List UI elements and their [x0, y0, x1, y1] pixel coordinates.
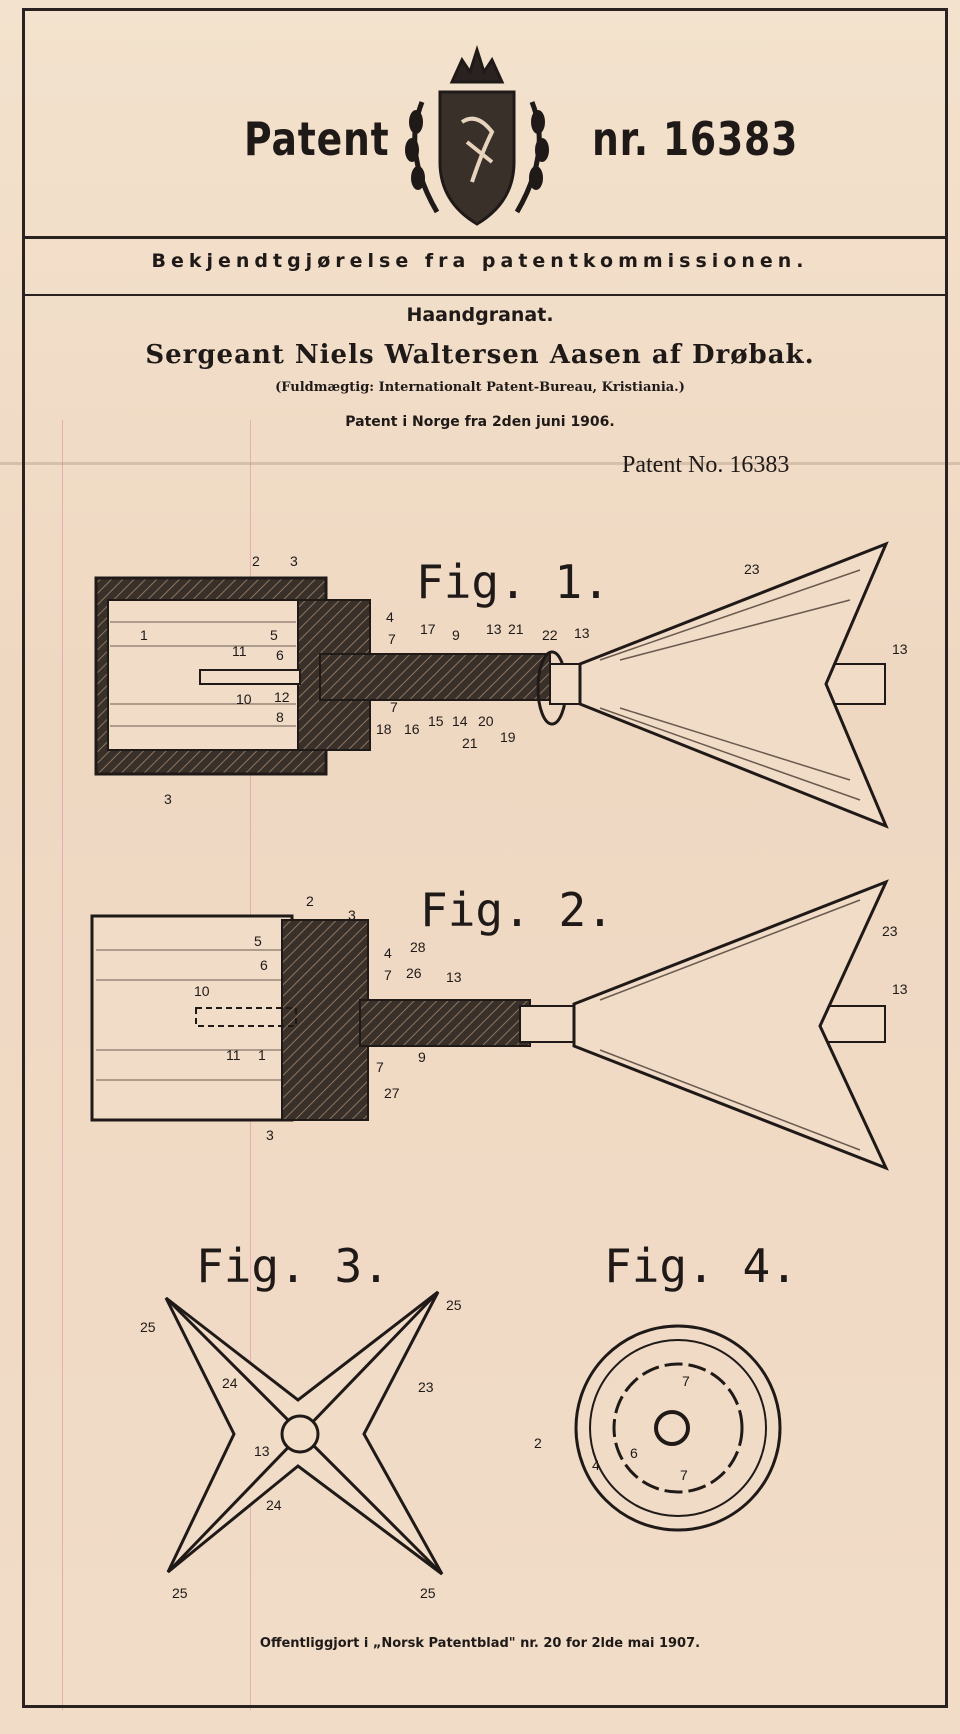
- callout: 9: [452, 627, 460, 643]
- callout: 13: [446, 969, 462, 985]
- callout: 13: [574, 625, 590, 641]
- callout: 10: [236, 691, 252, 707]
- callout: 1: [140, 627, 148, 643]
- callout: 4: [386, 609, 394, 625]
- callout: 6: [276, 647, 284, 663]
- firing-pin-dashed: [195, 1007, 297, 1027]
- publication-footer: Offentliggjort i „Norsk Patentblad" nr. …: [259, 1636, 701, 1651]
- outer-ring: [574, 1324, 782, 1532]
- callout: 25: [140, 1319, 156, 1335]
- callout: 21: [508, 621, 524, 637]
- document-frame: [22, 8, 948, 1708]
- figure-4: Fig. 4.: [574, 1239, 798, 1532]
- fuse-rod: [319, 653, 551, 701]
- document-title: Haandgranat.: [406, 304, 554, 326]
- callout: 7: [376, 1059, 384, 1075]
- callout: 22: [542, 627, 558, 643]
- fuse-head: [281, 919, 369, 1121]
- callout: 5: [270, 627, 278, 643]
- callout: 18: [376, 721, 392, 737]
- callout: 12: [274, 689, 290, 705]
- firing-pin: [199, 669, 301, 685]
- callout: 21: [462, 735, 478, 751]
- agent-line: (Fuldmægtig: Internationalt Patent-Burea…: [275, 380, 685, 395]
- callout: 15: [428, 713, 444, 729]
- callout: 24: [266, 1497, 282, 1513]
- callout: 19: [500, 729, 516, 745]
- callout: 7: [390, 699, 398, 715]
- callout: 24: [222, 1375, 238, 1391]
- callout: 8: [276, 709, 284, 725]
- callout: 3: [348, 907, 356, 923]
- callout: 23: [882, 923, 898, 939]
- callout: 11: [226, 1047, 241, 1063]
- callout: 13: [892, 981, 908, 997]
- announcement: Bekjendtgjørelse fra patentkommissionen.: [151, 250, 809, 272]
- callout: 14: [452, 713, 468, 729]
- header-patent-word: Patent: [244, 112, 390, 166]
- callout: 6: [630, 1445, 638, 1461]
- inventor-line: Sergeant Niels Waltersen Aasen af Drøbak…: [145, 340, 815, 370]
- callout: 23: [418, 1379, 434, 1395]
- callout: 3: [164, 791, 172, 807]
- norwegian-coat-of-arms-icon: [405, 45, 549, 226]
- callout: 2: [252, 553, 260, 569]
- figure-4-label: Fig. 4.: [604, 1239, 798, 1293]
- header-patent-number: nr. 16383: [592, 112, 799, 166]
- callout: 2: [306, 893, 314, 909]
- callout: 11: [232, 643, 247, 659]
- divider: [22, 236, 948, 239]
- callout: 16: [404, 721, 420, 737]
- fuse-rod: [359, 999, 531, 1047]
- figure-2-label: Fig. 2.: [420, 883, 614, 937]
- callout: 4: [384, 945, 392, 961]
- callout: 23: [744, 561, 760, 577]
- grenade-body-outline: [90, 914, 294, 1122]
- callout: 3: [266, 1127, 274, 1143]
- margin-line: [62, 420, 63, 1710]
- callout: 7: [680, 1467, 688, 1483]
- callout: 25: [172, 1585, 188, 1601]
- callout: 1: [258, 1047, 266, 1063]
- center-boss: [654, 1410, 690, 1446]
- callout: 7: [682, 1373, 690, 1389]
- figure-3-label: Fig. 3.: [196, 1239, 390, 1293]
- paper-fold: [0, 462, 960, 465]
- callout: 13: [254, 1443, 270, 1459]
- center-hub: [280, 1414, 320, 1454]
- callout: 25: [420, 1585, 436, 1601]
- callout: 2: [534, 1435, 542, 1451]
- stabilizer-fins: [572, 879, 889, 1171]
- callout: 5: [254, 933, 262, 949]
- callout: 10: [194, 983, 210, 999]
- callout: 9: [418, 1049, 426, 1065]
- callout: 28: [410, 939, 426, 955]
- callout: 17: [420, 621, 436, 637]
- callout: 20: [478, 713, 494, 729]
- patent-date: Patent i Norge fra 2den juni 1906.: [345, 414, 615, 430]
- patent-number-stamp: Patent No. 16383: [622, 452, 790, 478]
- callout: 26: [406, 965, 422, 981]
- inner-ring: [589, 1339, 767, 1517]
- callout: 6: [260, 957, 268, 973]
- callout-numbers: 2 3 1 11 10 5 6 12 8 3 4 7 17 9 13 21 22…: [140, 553, 908, 1601]
- callout: 7: [388, 631, 396, 647]
- callout: 4: [592, 1457, 600, 1473]
- divider: [22, 294, 948, 296]
- callout: 13: [892, 641, 908, 657]
- figure-1: Fig. 1.: [94, 541, 889, 829]
- callout: 3: [290, 553, 298, 569]
- callout: 7: [384, 967, 392, 983]
- figure-3: Fig. 3.: [164, 1239, 444, 1576]
- figure-1-label: Fig. 1.: [416, 555, 610, 609]
- bolt-circle: [612, 1362, 744, 1494]
- callout: 25: [446, 1297, 462, 1313]
- stabilizer-fins: [578, 541, 889, 829]
- figure-2: Fig. 2.: [90, 879, 889, 1171]
- callout: 27: [384, 1085, 400, 1101]
- callout: 13: [486, 621, 502, 637]
